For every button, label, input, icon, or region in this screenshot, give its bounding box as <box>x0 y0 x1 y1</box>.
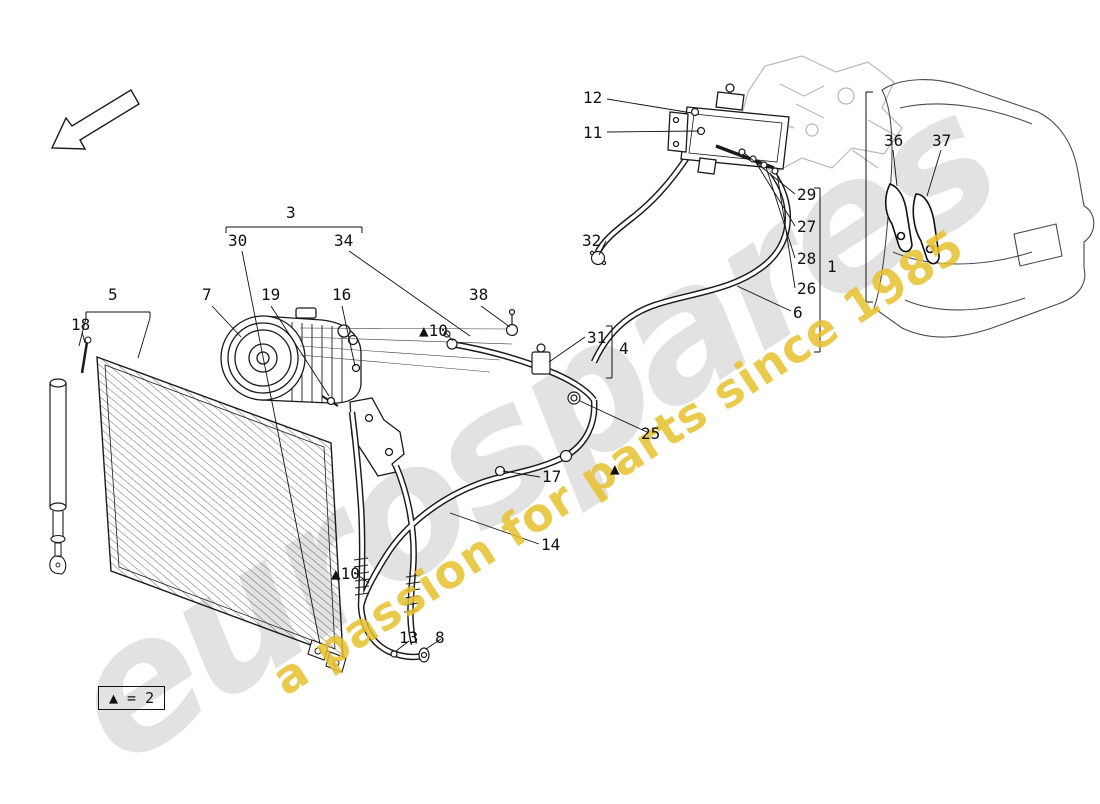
callout-brackets <box>85 91 873 379</box>
condenser <box>96 355 347 673</box>
centerlines <box>299 327 513 373</box>
firewall-panel <box>873 79 1095 338</box>
mounting-hooks <box>884 183 940 265</box>
legend-box: ▲ = 2 <box>98 686 166 710</box>
direction-arrow-icon <box>50 89 140 150</box>
fittings <box>390 107 779 663</box>
pipe-bracket <box>349 397 405 477</box>
receiver-drier <box>49 336 92 575</box>
valve-block <box>667 83 790 175</box>
corrugated-hose-ticks <box>353 557 421 613</box>
leader-lines <box>78 98 942 652</box>
ac-pipes <box>348 154 792 661</box>
compressor <box>220 307 362 407</box>
legend-text: ▲ = 2 <box>109 689 155 707</box>
